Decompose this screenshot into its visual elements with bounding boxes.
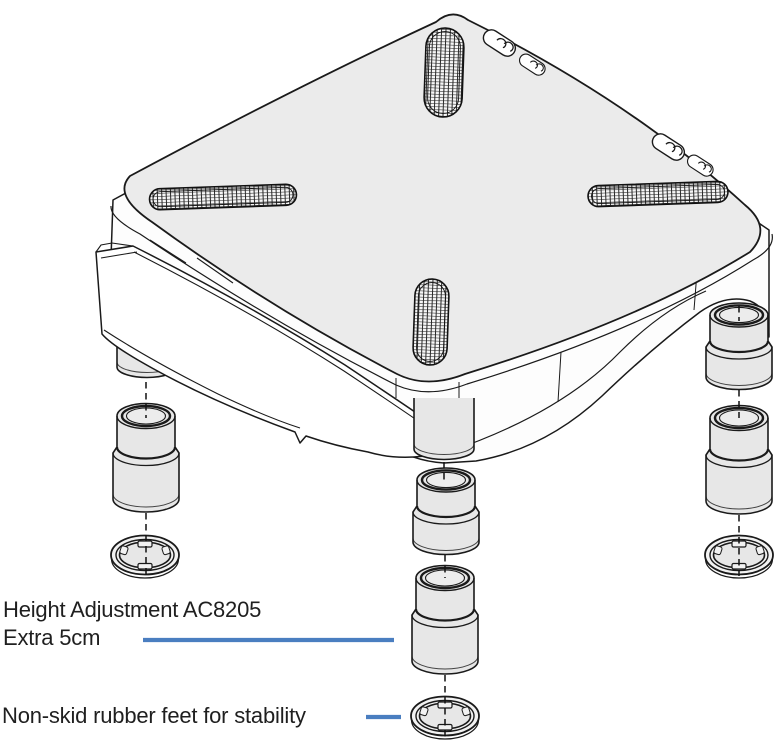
- drawer-end-lip: [95, 242, 138, 259]
- extension-tube-front-upper: [411, 466, 481, 556]
- leg-stub-front: [413, 397, 475, 461]
- ventilation-grille-bottom: [412, 278, 450, 366]
- skirt-seams: [395, 271, 698, 404]
- extension-tube-front-lower: [410, 564, 480, 676]
- alignment-dashed-lines: [145, 306, 740, 737]
- leader-lines: [143, 637, 401, 720]
- drawer-body: [95, 245, 445, 458]
- leg-stub-right: [704, 301, 774, 391]
- annotation-height-line2: Extra 5cm: [3, 625, 101, 650]
- annotation-rubber-feet: Non-skid rubber feet for stability: [2, 702, 306, 730]
- platform-rim: [110, 205, 773, 393]
- drawer-front-crease: [103, 329, 301, 429]
- ventilation-grille-left: [148, 183, 298, 211]
- ventilation-grille-top: [423, 27, 465, 118]
- annotation-height-line1: Height Adjustment AC8205: [3, 597, 262, 622]
- annotation-feet-line1: Non-skid rubber feet for stability: [2, 703, 306, 728]
- annotation-height-adjustment: Height Adjustment AC8205 Extra 5cm: [3, 596, 261, 652]
- extension-tube-right: [704, 404, 774, 516]
- ventilation-grilles: [148, 27, 729, 366]
- ventilation-grille-right: [587, 180, 729, 208]
- extension-tube-left: [111, 402, 181, 514]
- skirt-arch-crease: [447, 290, 707, 453]
- top-platform: [110, 13, 773, 393]
- rubber-foot-left: [110, 534, 180, 579]
